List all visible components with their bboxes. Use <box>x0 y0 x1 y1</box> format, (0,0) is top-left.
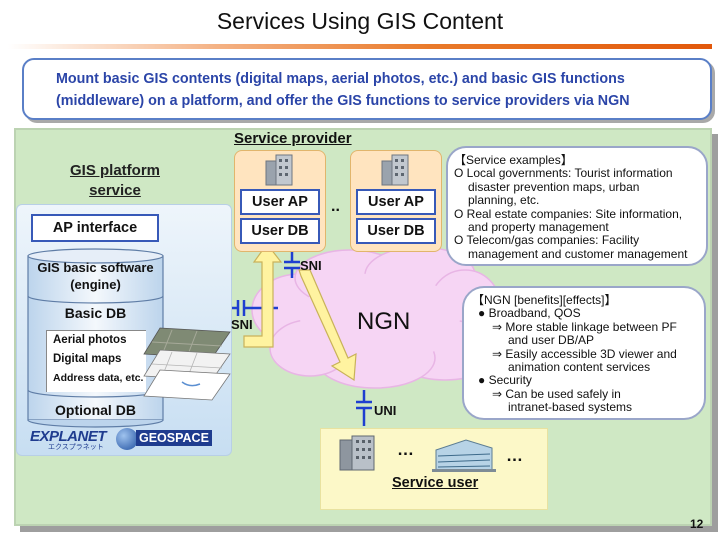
summary-box: Mount basic GIS contents (digital maps, … <box>22 58 712 120</box>
service-provider-label: Service provider <box>234 130 352 147</box>
summary-line-1: Mount basic GIS contents (digital maps, … <box>56 71 625 87</box>
gis-engine-label: GIS basic software (engine) <box>37 260 154 292</box>
globe-icon <box>116 428 138 450</box>
service-examples-callout <box>446 146 708 266</box>
basic-db-label: Basic DB <box>64 305 127 321</box>
user-db-box: User DB <box>240 218 320 244</box>
sni-left-label: SNI <box>231 317 253 332</box>
ngn-label: NGN <box>357 308 411 335</box>
service-examples-text: 【Service examples】 O Local governments: … <box>454 153 688 261</box>
geospace-logo: GEOSPACE <box>136 430 212 446</box>
service-user-label: Service user <box>392 475 479 491</box>
data-flow-arrows <box>243 242 357 382</box>
ngn-benefits-callout <box>462 286 706 420</box>
user-db-box: User DB <box>356 218 436 244</box>
sni-top-label: SNI <box>300 258 322 273</box>
user-ap-box: User AP <box>356 189 436 215</box>
page-title: Services Using GIS Content <box>216 8 504 34</box>
user-ap-box: User AP <box>240 189 320 215</box>
basic-db-item: Digital maps <box>53 353 122 365</box>
building-icon <box>381 154 409 186</box>
provider-ellipsis: .. <box>331 198 340 215</box>
map-layers-image <box>143 327 231 401</box>
ap-interface-box: AP interface <box>31 214 159 242</box>
arrow-up-to-provider <box>243 242 283 348</box>
arrow-down-to-user <box>298 269 357 382</box>
basic-db-items: Aerial photos Digital maps Address data,… <box>46 330 146 392</box>
uni-label: UNI <box>374 403 397 418</box>
page-number: 12 <box>690 517 704 531</box>
title-divider <box>8 44 712 49</box>
gis-platform-title: GIS platform service <box>69 162 160 199</box>
user-ellipsis-right: … <box>506 446 523 465</box>
user-ellipsis-left: … <box>397 440 414 459</box>
basic-db-item: Address data, etc. <box>53 372 144 384</box>
explanet-logo: EXPLANET エクスプラネット <box>30 428 107 451</box>
office-building-icon <box>432 439 496 472</box>
interface-marks <box>236 260 372 410</box>
summary-line-2: (middleware) on a platform, and offer th… <box>56 93 630 109</box>
optional-db-label: Optional DB <box>55 402 136 418</box>
ngn-benefits-text: 【NGN [benefits][effects]】 ● Broadband, Q… <box>472 293 677 415</box>
building-icon <box>265 154 293 186</box>
building-icon <box>339 435 375 471</box>
basic-db-item: Aerial photos <box>53 334 127 346</box>
